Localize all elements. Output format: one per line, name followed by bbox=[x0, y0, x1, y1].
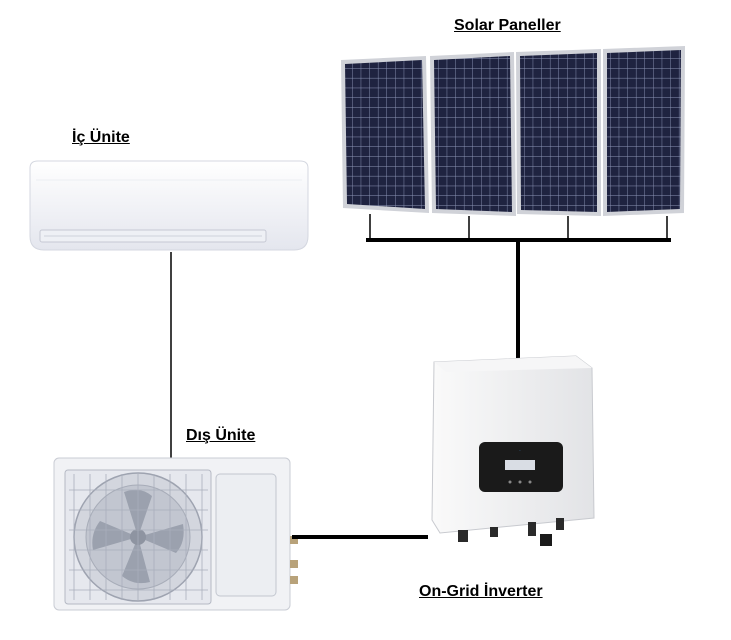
solar-panels bbox=[341, 46, 685, 216]
solar-panel-icon bbox=[341, 56, 429, 213]
panel-cables bbox=[366, 214, 671, 358]
inverter-icon: · bbox=[431, 355, 595, 546]
inverter-label: On-Grid İnverter bbox=[419, 583, 543, 600]
solar-panels-label: Solar Paneller bbox=[454, 17, 561, 34]
outdoor-unit-label: Dış Ünite bbox=[186, 427, 256, 444]
solar-panel-icon bbox=[430, 52, 516, 216]
svg-text:·: · bbox=[519, 448, 521, 454]
solar-panel-icon bbox=[516, 49, 601, 216]
outdoor-ac-unit-icon bbox=[53, 457, 298, 611]
indoor-unit-label: İç Ünite bbox=[72, 129, 130, 146]
indoor-ac-unit-icon bbox=[29, 160, 309, 251]
solar-panel-icon bbox=[603, 46, 685, 216]
